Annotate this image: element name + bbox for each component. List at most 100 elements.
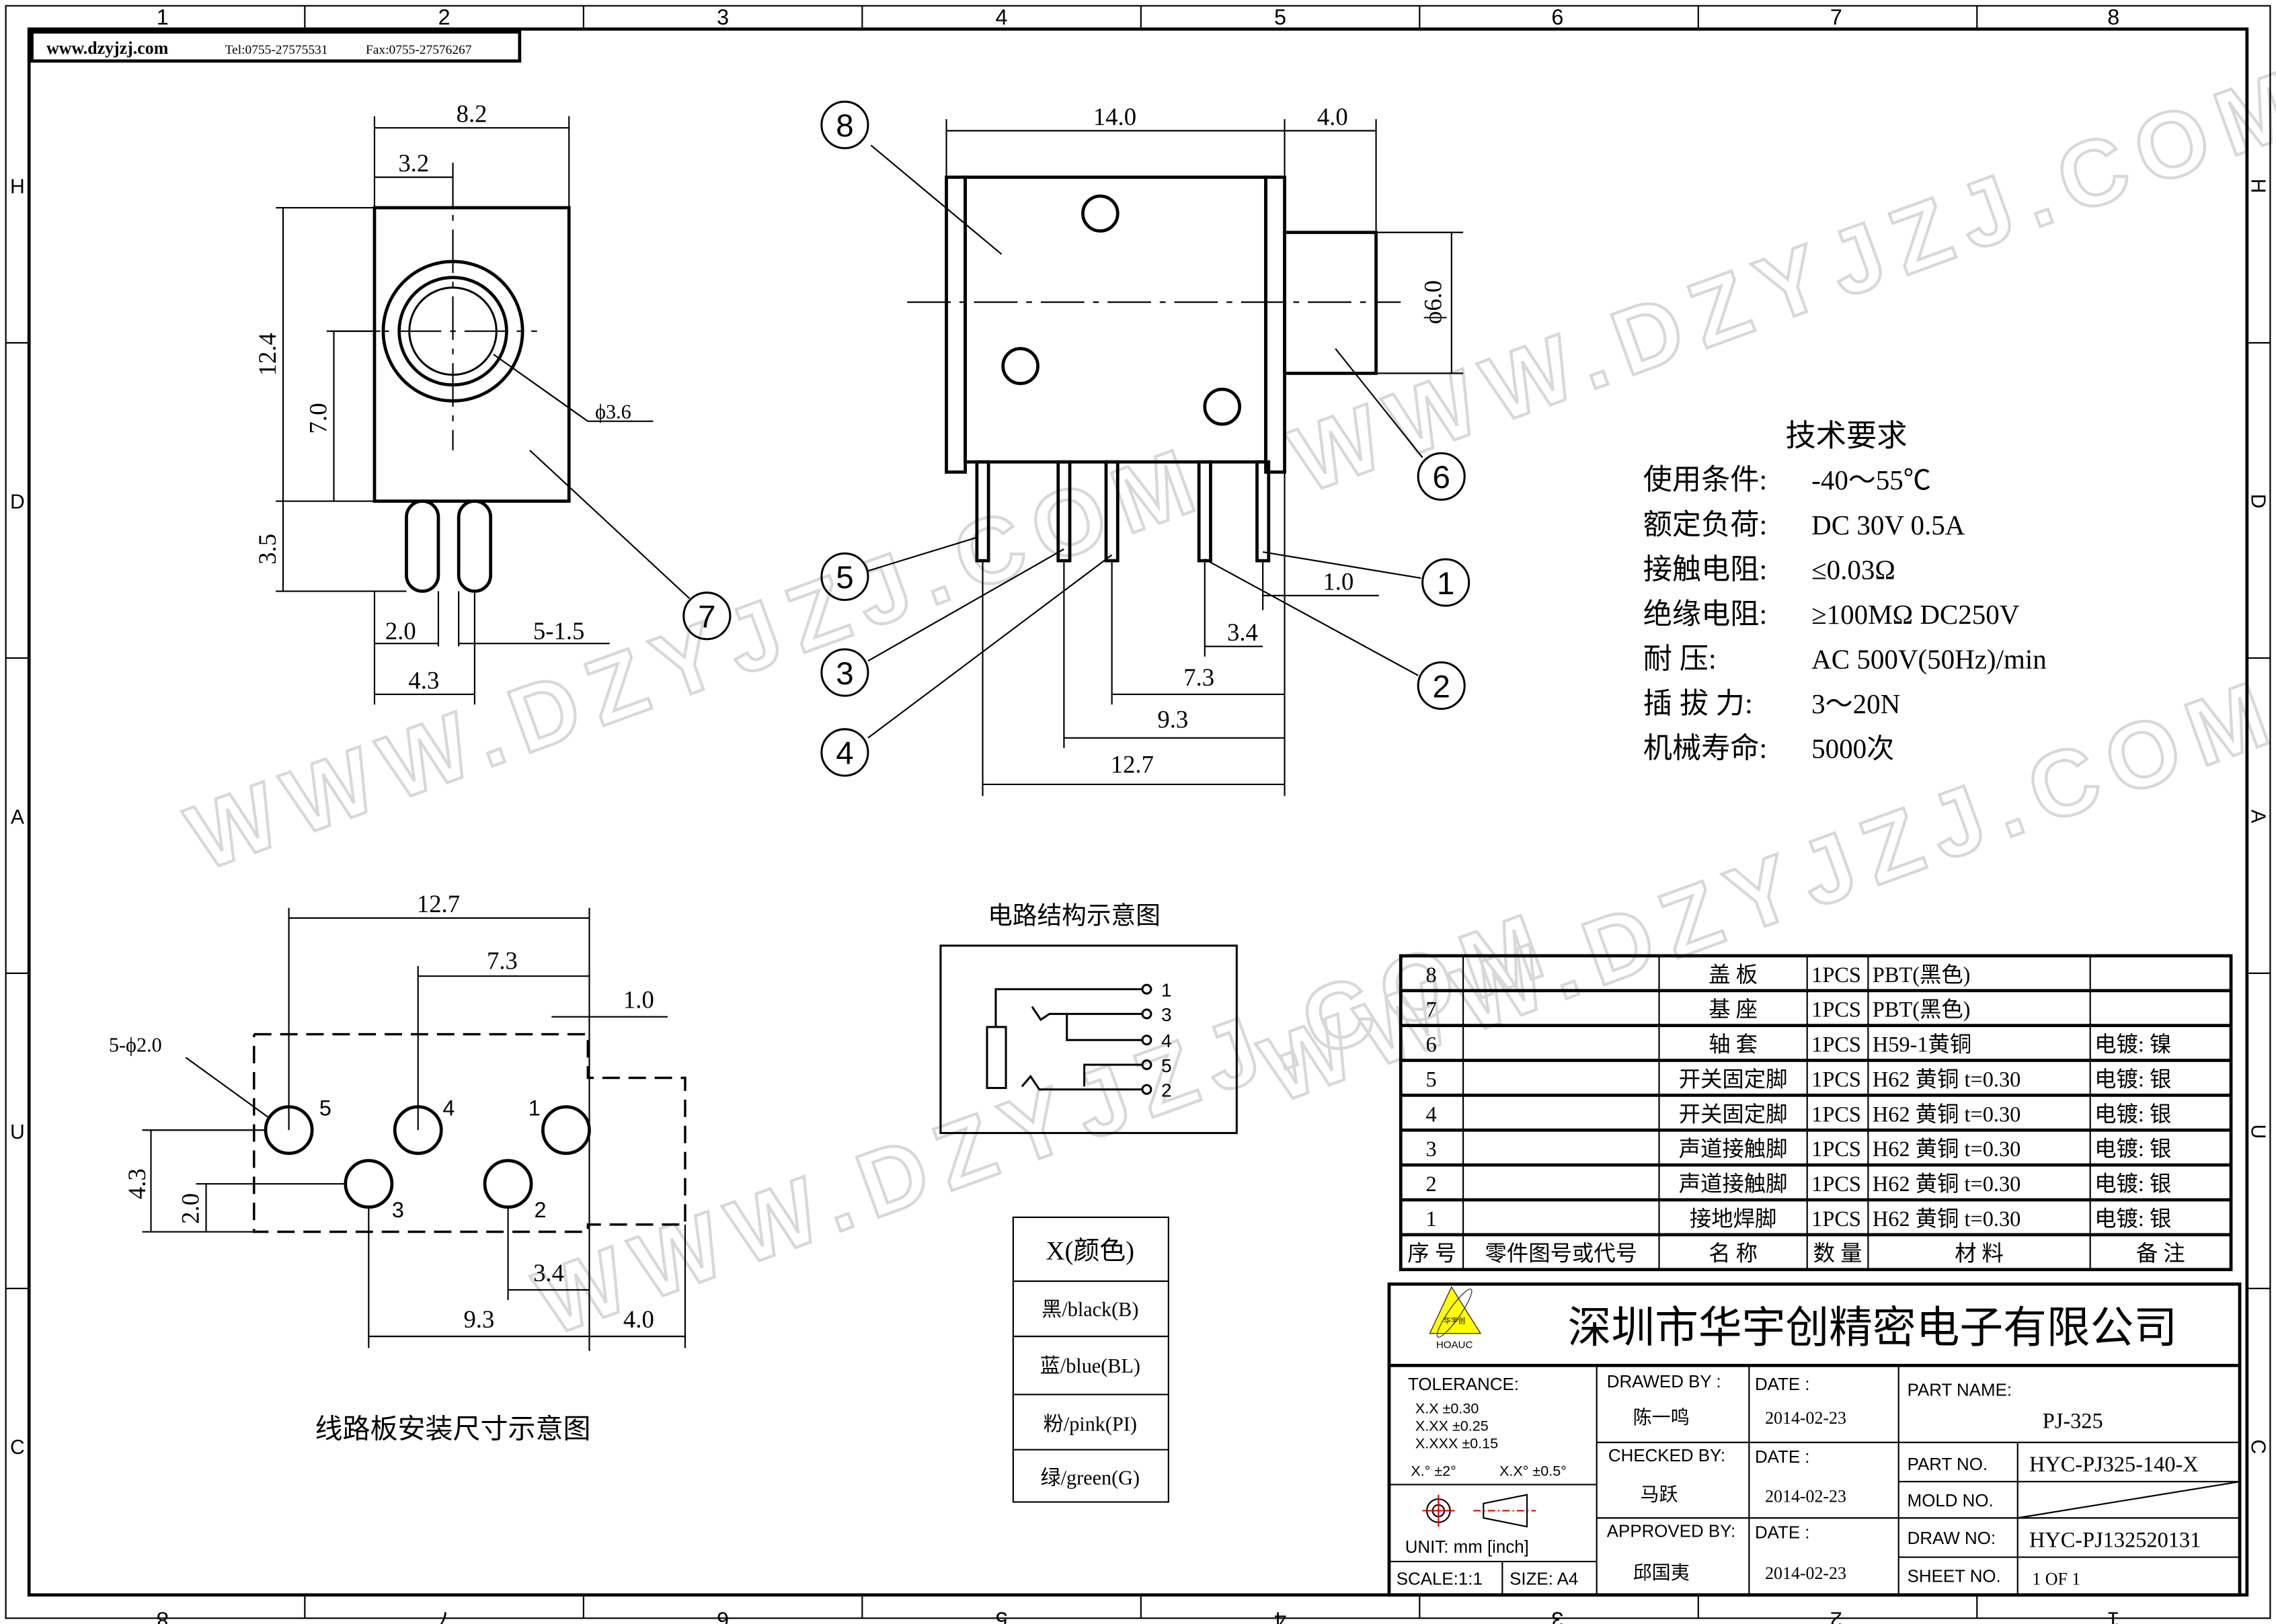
dim-p5: 12.7 <box>1111 751 1154 778</box>
balloon-circle <box>820 648 869 697</box>
pcb-dim-d1: 12.7 <box>417 890 460 918</box>
parts-cell: 开关固定脚 <box>1679 1102 1788 1127</box>
zone-row-label: U <box>10 1121 25 1143</box>
parts-cell: 7 <box>1425 998 1436 1022</box>
parts-cell: 开关固定脚 <box>1679 1067 1788 1092</box>
zone-row-label: H <box>2246 179 2269 194</box>
logo-en: HOAUC <box>1436 1339 1473 1350</box>
dim-sleeve-dia: ϕ6.0 <box>1419 280 1447 324</box>
zone-col-label: 7 <box>438 1608 450 1624</box>
company-logo: 华宇创 HOAUC <box>1429 1286 1481 1350</box>
balloon-label: 2 <box>1432 669 1450 704</box>
color-option: 蓝/blue(BL) <box>1040 1354 1140 1377</box>
pcb-dim-d6: 4.0 <box>623 1305 654 1333</box>
color-option: 黑/black(B) <box>1042 1298 1138 1321</box>
parts-cell: 1PCS <box>1811 1172 1861 1196</box>
zone-col-label: 3 <box>717 5 729 30</box>
parts-cell: 盖 板 <box>1709 963 1758 987</box>
date-approved: 2014-02-23 <box>1765 1564 1846 1583</box>
parts-cell: 声道接触脚 <box>1679 1137 1788 1162</box>
date-label: DATE : <box>1755 1448 1810 1467</box>
parts-cell: 1PCS <box>1811 963 1861 987</box>
pcb-dim-d2: 7.3 <box>487 946 518 974</box>
zone-col-label: 6 <box>717 1608 729 1624</box>
pcb-dim-d3: 1.0 <box>623 986 654 1014</box>
dim-hole: ϕ3.6 <box>595 400 631 423</box>
parts-cell: 4 <box>1425 1102 1436 1127</box>
parts-cell: 基 座 <box>1709 998 1758 1022</box>
parts-cell: 1PCS <box>1811 998 1861 1022</box>
tech-title: 技术要求 <box>1785 419 1907 452</box>
zone-col-label: 2 <box>438 5 450 30</box>
website: www.dzyjzj.com <box>46 38 169 58</box>
part-name: PJ-325 <box>2043 1409 2103 1433</box>
pcb-dim-v1: 4.3 <box>123 1168 151 1199</box>
circuit-pin: 2 <box>1161 1080 1172 1101</box>
tech-value: ≥100MΩ DC250V <box>1811 599 2020 630</box>
approver-name: 邱国夷 <box>1633 1562 1690 1584</box>
circuit-diagram: 电路结构示意图 1 3 4 5 2 <box>939 901 1238 1135</box>
balloon-label: 1 <box>1437 566 1454 602</box>
parts-cell: 5 <box>1425 1067 1436 1092</box>
balloon-circle <box>820 728 869 777</box>
sheet-no-label: SHEET NO. <box>1908 1567 2001 1586</box>
zone-col-label: 1 <box>2107 1608 2119 1624</box>
circuit-pin: 4 <box>1161 1030 1172 1051</box>
pcb-pin-3: 3 <box>392 1198 404 1222</box>
tech-label: 绝缘电阻: <box>1643 598 1768 631</box>
header-box: www.dzyjzj.com Tel:0755-27575531 Fax:075… <box>30 30 522 63</box>
circuit-pin: 3 <box>1161 1004 1172 1025</box>
parts-cell: 1PCS <box>1811 1067 1861 1092</box>
pcb-pin-1: 1 <box>528 1096 541 1121</box>
tech-label: 接触电阻: <box>1643 554 1768 585</box>
parts-cell: 1 <box>1425 1207 1436 1231</box>
parts-header-cell: 材 料 <box>1955 1242 2004 1266</box>
parts-cell: H62 黄铜 t=0.30 <box>1873 1067 2020 1092</box>
circuit-pin: 5 <box>1161 1055 1172 1076</box>
zone-col-label: 4 <box>996 5 1008 30</box>
balloon-label: 5 <box>836 560 853 596</box>
balloon-circle <box>820 100 869 149</box>
zone-col-label: 3 <box>1551 1608 1563 1624</box>
dim-body: 14.0 <box>1093 103 1136 130</box>
title-block: 华宇创 HOAUC 深圳市华宇创精密电子有限公司 TOLERANCE: X.X … <box>1387 1282 2242 1597</box>
side-view: 8.2 3.2 12.4 7.0 3.5 ϕ3.6 7 2.0 5-1.5 4.… <box>253 100 732 705</box>
balloon-circle <box>820 552 869 602</box>
parts-cell: PBT(黑色) <box>1873 998 1971 1022</box>
parts-cell: H62 黄铜 t=0.30 <box>1873 1207 2020 1231</box>
angle-tolerance: X.X° ±0.5° <box>1499 1463 1567 1479</box>
tech-label: 使用条件: <box>1643 464 1768 496</box>
draw-no-label: DRAW NO: <box>1908 1529 1996 1548</box>
tech-value: -40～55℃ <box>1811 464 1931 495</box>
date-checked: 2014-02-23 <box>1765 1486 1846 1506</box>
zone-col-label: 6 <box>1551 5 1563 30</box>
balloon-label: 4 <box>836 736 853 772</box>
tech-value: AC 500V(50Hz)/min <box>1811 643 2047 674</box>
color-option: 粉/pink(PI) <box>1044 1413 1137 1436</box>
mold-no-label: MOLD NO. <box>1908 1492 1994 1510</box>
tolerance-value: X.X ±0.30 <box>1415 1400 1479 1417</box>
zone-col-label: 5 <box>1274 5 1286 30</box>
dim-pin-width: 5-1.5 <box>533 617 584 645</box>
checker-name: 马跃 <box>1640 1484 1678 1505</box>
balloon-label: 6 <box>1432 460 1450 495</box>
tech-label: 耐 压: <box>1643 643 1717 675</box>
balloon-label: 8 <box>836 108 853 144</box>
pcb-dim-holes: 5-ϕ2.0 <box>109 1034 162 1057</box>
dim-pin-span: 4.3 <box>408 666 439 694</box>
zone-col-label: 7 <box>1830 5 1842 30</box>
parts-header-cell: 数 量 <box>1813 1242 1862 1266</box>
dim-width: 8.2 <box>457 100 487 128</box>
dim-offset: 3.2 <box>398 149 429 177</box>
parts-cell: 电镀: 银 <box>2094 1067 2171 1092</box>
tolerance-value: X.XXX ±0.15 <box>1415 1435 1498 1452</box>
zone-row-label: D <box>2246 494 2269 509</box>
parts-cell: 1PCS <box>1811 1033 1861 1057</box>
tolerance-label: TOLERANCE: <box>1408 1375 1519 1394</box>
pcb-dim-d4: 3.4 <box>533 1259 564 1287</box>
pcb-layout: 5 4 1 3 2 12.7 7.3 1.0 5-ϕ2.0 4.3 2.0 3.… <box>109 890 686 1444</box>
